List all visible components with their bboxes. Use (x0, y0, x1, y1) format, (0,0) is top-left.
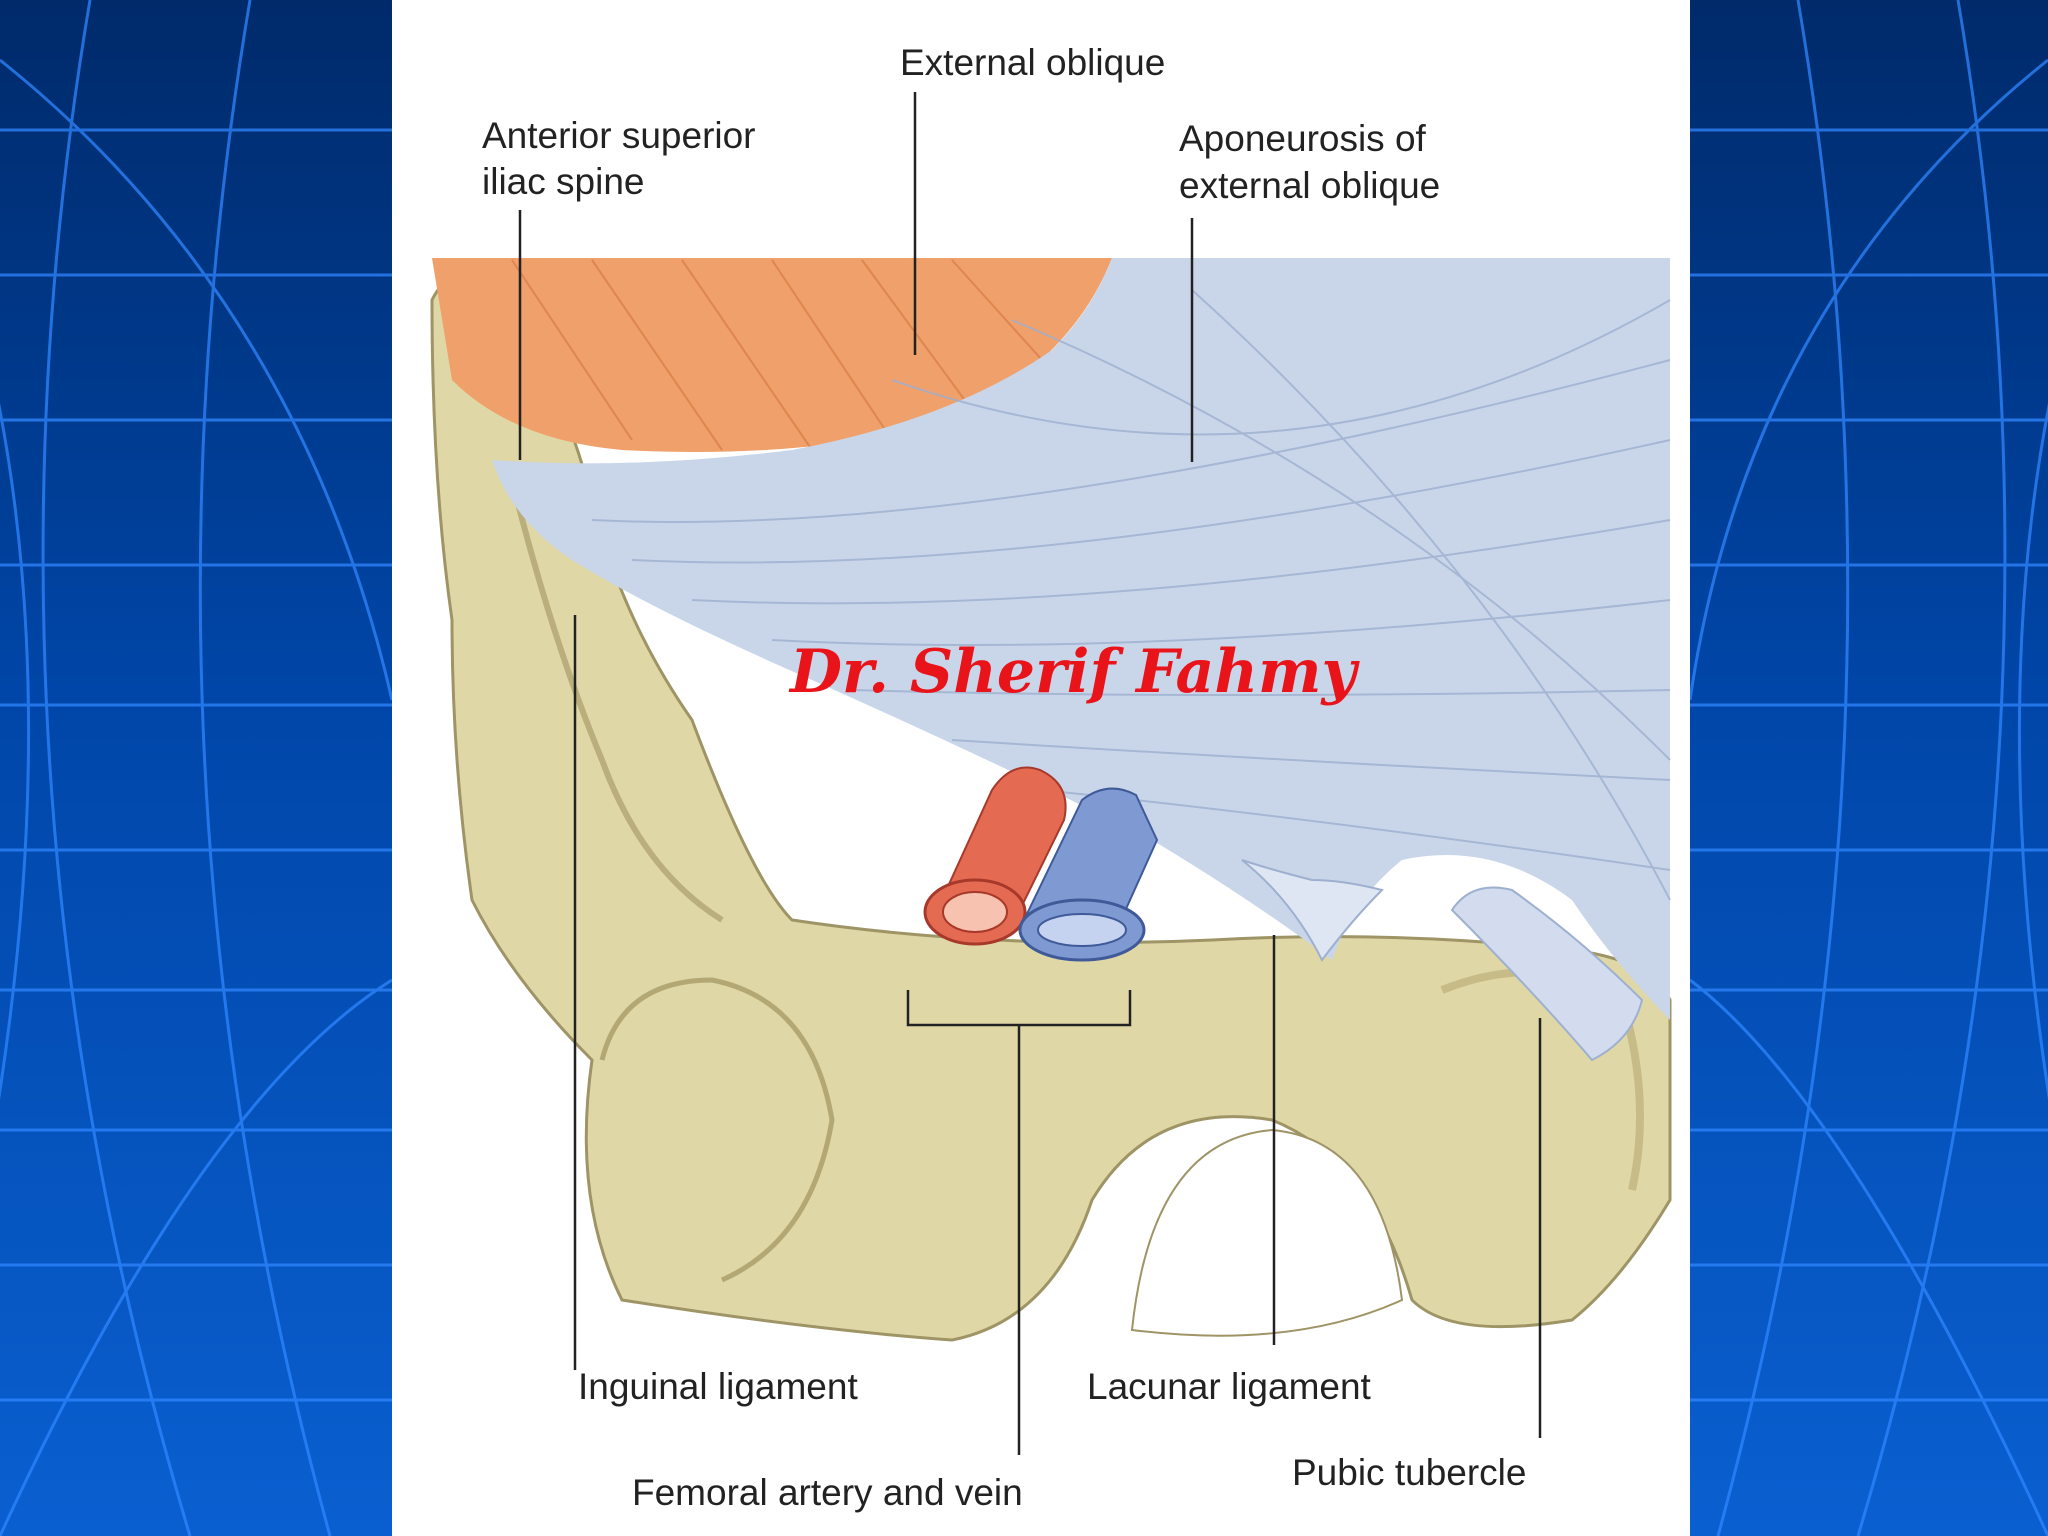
obturator-foramen (1130, 1128, 1404, 1337)
external-oblique-muscle (432, 258, 1112, 452)
label-lacunar-ligament: Lacunar ligament (1087, 1366, 1372, 1407)
bone-ridge (509, 479, 724, 923)
label-aponeurosis-line1: Aponeurosis of (1179, 118, 1427, 159)
label-pubic-tubercle: Pubic tubercle (1292, 1452, 1526, 1493)
hip-bone (430, 271, 1672, 1342)
femoral-vein (1018, 787, 1159, 962)
label-asis-line2: iliac spine (482, 161, 644, 202)
acetabular-rim (599, 977, 835, 1283)
label-external-oblique: External oblique (900, 42, 1165, 83)
femoral-artery (923, 766, 1067, 946)
muscle-fibers (511, 259, 1043, 451)
lacunar-ligament (1241, 859, 1384, 962)
figure-canvas: External oblique Anterior superior iliac… (430, 42, 1672, 1513)
label-femoral-vessels: Femoral artery and vein (632, 1472, 1023, 1513)
anatomy-figure: External oblique Anterior superior iliac… (392, 0, 1690, 1536)
label-asis-line1: Anterior superior (482, 115, 756, 156)
author-watermark: Dr. Sherif Fahmy (788, 637, 1360, 707)
label-inguinal-ligament: Inguinal ligament (578, 1366, 858, 1407)
label-aponeurosis-line2: external oblique (1179, 165, 1440, 206)
ligament-band (1450, 886, 1644, 1062)
leader-lines (518, 92, 1542, 1455)
